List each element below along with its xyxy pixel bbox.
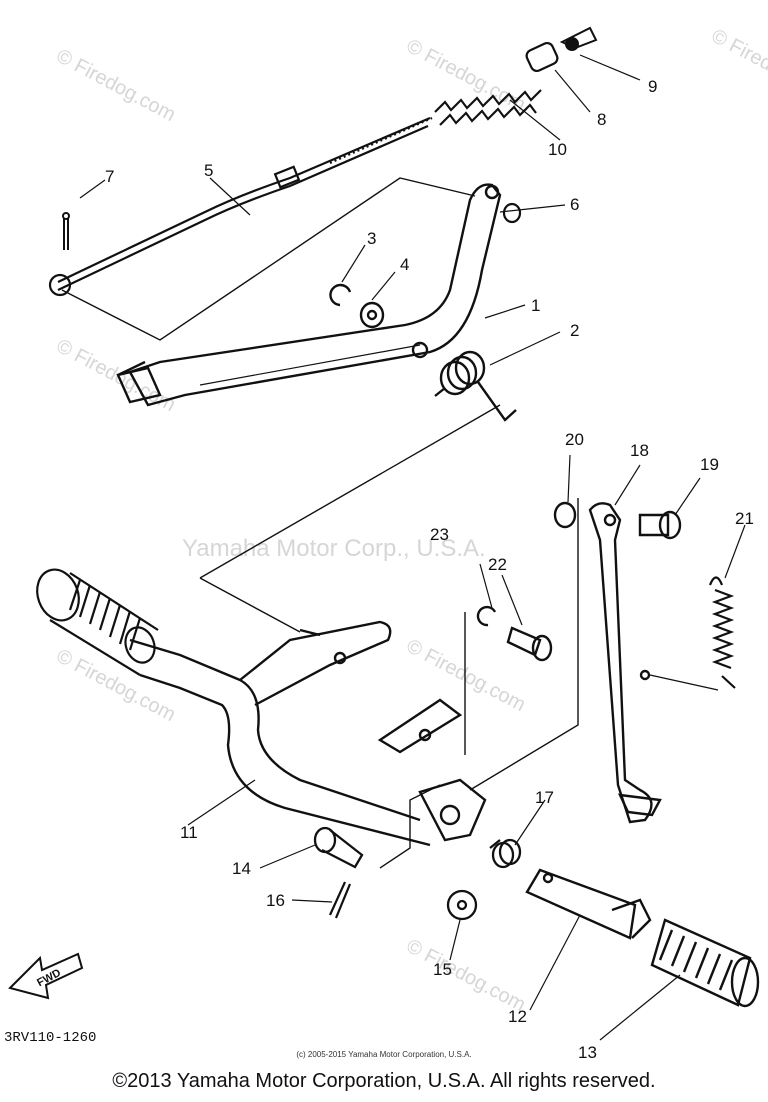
footer-copyright: ©2013 Yamaha Motor Corporation, U.S.A. A… — [112, 1070, 656, 1092]
watermark-6: © Firedog.com — [403, 935, 529, 1016]
callout-19: 19 — [700, 455, 719, 474]
clip-3 — [329, 283, 352, 307]
callout-4: 4 — [400, 255, 409, 274]
callout-11: 11 — [180, 823, 198, 842]
callout-labels: 1 2 3 4 5 6 7 8 9 10 11 12 13 14 15 16 1… — [105, 77, 754, 1062]
adjust-spring-10 — [434, 89, 542, 126]
watermark-2: © Firedog.com — [403, 35, 529, 116]
watermark-3: © Firedog.com — [53, 335, 179, 416]
fwd-arrow-icon: FWD — [8, 952, 84, 1000]
footer-small-copyright: (c) 2005-2015 Yamaha Motor Corporation, … — [296, 1050, 472, 1059]
watermark-7: © Firedog.com — [708, 25, 768, 106]
bolt-19 — [638, 510, 682, 540]
callout-18: 18 — [630, 441, 649, 460]
watermark-4: © Firedog.com — [53, 645, 179, 726]
footpeg-rubber-13 — [650, 918, 760, 1008]
callout-3: 3 — [367, 229, 376, 248]
callout-21: 21 — [735, 509, 754, 528]
callout-14: 14 — [232, 859, 251, 878]
washer-4 — [359, 301, 385, 329]
joint-8 — [525, 41, 559, 73]
callout-leaders — [79, 54, 746, 1041]
spring-17 — [489, 838, 522, 869]
fwd-label: FWD — [35, 967, 63, 989]
watermark-5: © Firedog.com — [403, 635, 529, 716]
cotter-pin-7 — [62, 212, 70, 250]
callout-6: 6 — [570, 195, 579, 214]
bolt-22 — [506, 626, 553, 662]
cotter-pin-16 — [328, 881, 352, 919]
footrest-bar-11 — [129, 620, 487, 847]
callout-17: 17 — [535, 788, 554, 807]
return-spring-2 — [411, 341, 517, 422]
callout-15: 15 — [433, 960, 452, 979]
callout-16: 16 — [266, 891, 285, 910]
left-footpeg-rubber — [36, 568, 159, 676]
callout-1: 1 — [531, 296, 540, 315]
callout-7: 7 — [105, 167, 114, 186]
brake-rod — [48, 116, 433, 297]
watermark-1: © Firedog.com — [53, 45, 179, 126]
callout-2: 2 — [570, 321, 579, 340]
diagram-code: 3RV110-1260 — [4, 1030, 96, 1046]
sidestand-18 — [588, 502, 662, 824]
callout-12: 12 — [508, 1007, 527, 1026]
callout-9: 9 — [648, 77, 657, 96]
callout-5: 5 — [204, 161, 213, 180]
callout-8: 8 — [597, 110, 606, 129]
pin-14 — [313, 826, 364, 869]
callout-20: 20 — [565, 430, 584, 449]
callout-22: 22 — [488, 555, 507, 574]
clip-23 — [476, 605, 497, 627]
callout-10: 10 — [548, 140, 567, 159]
callout-23: 23 — [430, 525, 449, 544]
brake-pedal-1 — [116, 183, 502, 407]
watermark-center: Yamaha Motor Corp., U.S.A. — [182, 535, 486, 562]
footpeg-12 — [525, 868, 652, 940]
callout-13: 13 — [578, 1043, 597, 1062]
washer-15 — [446, 889, 478, 921]
washer-6 — [502, 202, 522, 224]
spring-21 — [708, 576, 736, 689]
leader-lines — [61, 177, 579, 869]
nut-20 — [553, 501, 577, 529]
wing-nut-9 — [559, 26, 598, 51]
